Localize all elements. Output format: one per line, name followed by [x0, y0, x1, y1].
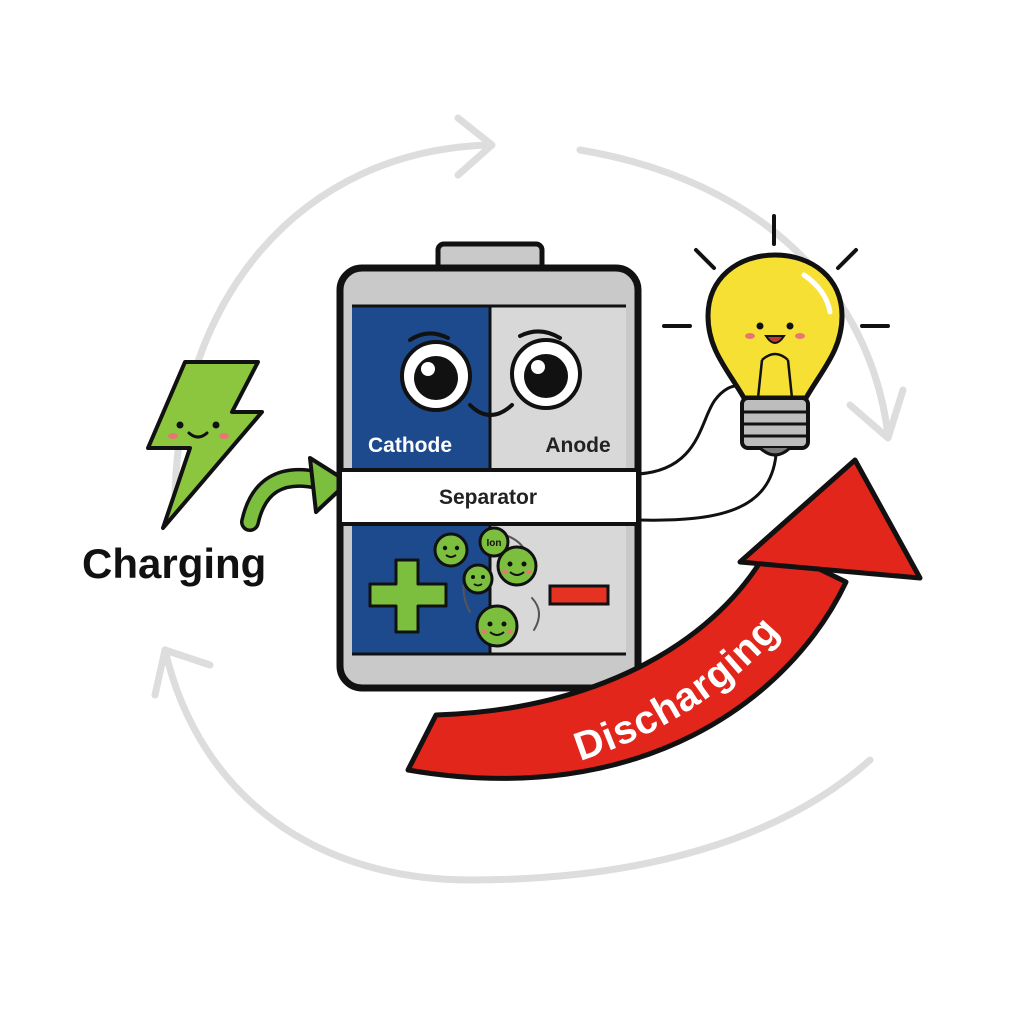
ion-ball	[462, 563, 494, 595]
minus-icon	[548, 584, 610, 606]
cycle-arrows	[151, 114, 907, 884]
charging-label: Charging	[82, 540, 267, 587]
plus-icon	[368, 558, 448, 634]
cycle-arrow-bottom-head	[151, 646, 214, 699]
light-rays	[662, 214, 890, 328]
charging-arrow	[240, 456, 350, 532]
ion-ball	[475, 604, 519, 648]
light-bulb-icon	[662, 214, 890, 457]
anode-label: Anode	[545, 434, 610, 457]
lightning-bolt-icon	[146, 360, 264, 530]
ion-label: Ion	[487, 538, 502, 549]
ion-group: Ion	[433, 526, 538, 648]
separator-band	[338, 468, 640, 526]
battery: Cathode Anode Separator Ion	[336, 241, 642, 692]
cycle-arrow-top-left-head	[454, 114, 496, 179]
ion-ball	[496, 545, 538, 587]
ion-ball: Ion	[478, 526, 510, 558]
cycle-arrow-bottom	[161, 646, 874, 884]
cathode-label: Cathode	[368, 434, 452, 457]
cycle-arrow-top-right	[576, 146, 892, 439]
cycle-arrow-top-right-head	[846, 386, 907, 442]
ion-ball	[433, 532, 469, 568]
battery-face	[400, 329, 582, 417]
separator-label: Separator	[439, 486, 537, 509]
